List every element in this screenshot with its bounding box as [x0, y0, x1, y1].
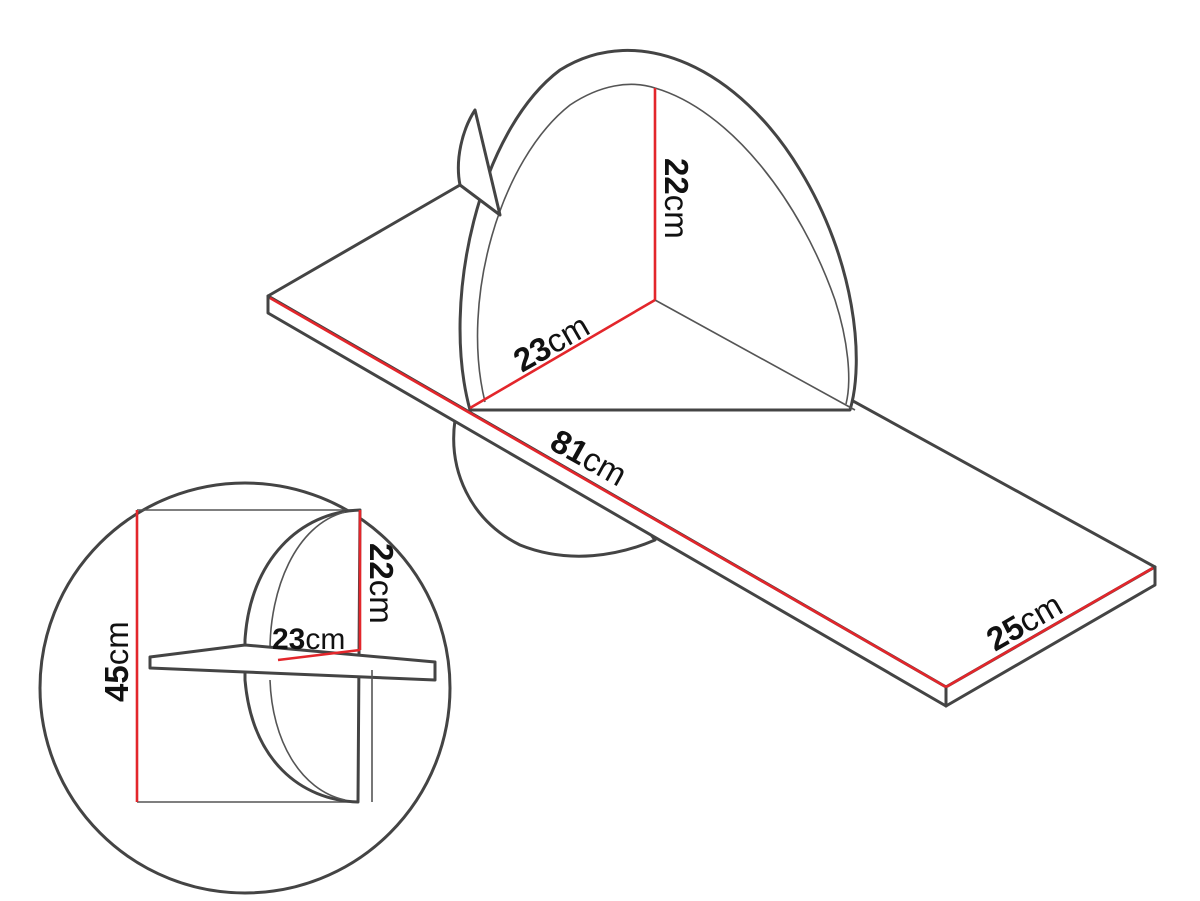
detail-disc-edge-low: [269, 679, 346, 801]
label-detail-total-height: 45cm: [98, 621, 135, 702]
detail-disc-edge: [269, 511, 346, 651]
detail-circle: [38, 481, 452, 895]
main-shelf-drawing: [266, 48, 1157, 708]
detail-view: [38, 481, 452, 895]
disc-base-line: [654, 299, 856, 411]
dim-line-length: [269, 296, 947, 689]
label-detail-disc-depth: 23cm: [272, 623, 345, 656]
detail-shelf-board: [148, 643, 437, 682]
upper-disc: [458, 48, 858, 412]
disc-back-bump: [456, 108, 502, 217]
dim-line-disc-depth: [469, 298, 656, 410]
upper-disc-edge: [476, 83, 656, 403]
dim-line-depth: [945, 566, 1154, 689]
upper-disc-edge-right: [654, 87, 850, 405]
label-detail-disc-height: 22cm: [363, 543, 400, 624]
lower-disc: [452, 418, 657, 558]
label-disc-height: 22cm: [658, 158, 695, 239]
detail-dim-disc-depth: [277, 648, 361, 662]
